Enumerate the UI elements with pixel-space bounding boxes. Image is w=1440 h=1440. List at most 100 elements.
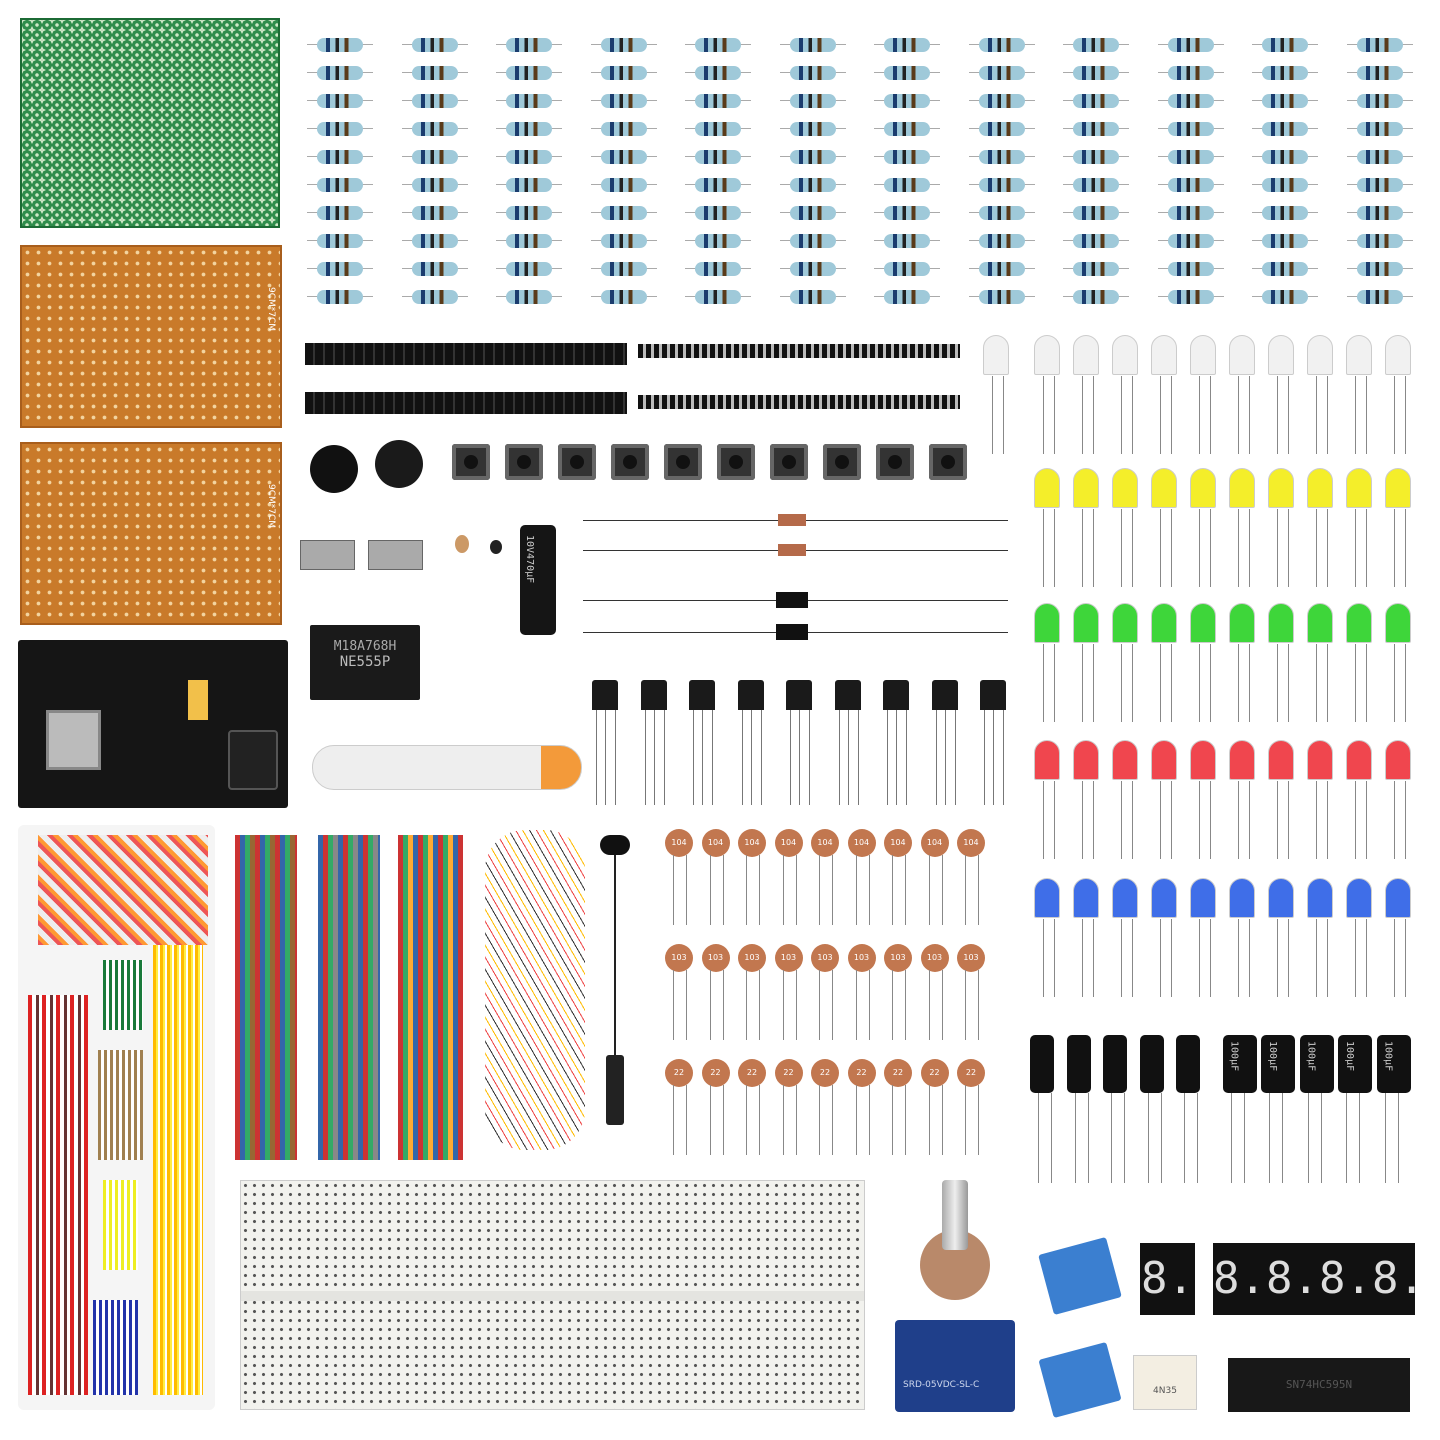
resistor xyxy=(968,290,1035,304)
resistor xyxy=(779,262,846,276)
resistor xyxy=(874,290,940,304)
passive-buzzer xyxy=(310,445,358,493)
resistor xyxy=(1157,206,1224,220)
led-yellow xyxy=(1385,468,1411,587)
resistor xyxy=(1346,150,1413,164)
led-red xyxy=(1307,740,1333,859)
resistor xyxy=(968,206,1035,220)
resistor xyxy=(307,178,373,192)
jumper-wires-brown xyxy=(98,1050,143,1160)
resistor xyxy=(874,150,940,164)
dupont-cable-male-male xyxy=(235,835,297,1160)
resistor xyxy=(685,234,751,248)
jumper-wires-green xyxy=(103,960,143,1030)
resistor xyxy=(307,66,373,80)
dupont-cable-male-female xyxy=(318,835,380,1160)
diode xyxy=(583,514,1008,526)
led-yellow xyxy=(1112,468,1138,587)
resistor xyxy=(1157,234,1224,248)
resistor xyxy=(401,206,468,220)
resistor xyxy=(590,206,657,220)
jumper-wires-red xyxy=(28,995,88,1395)
resistor xyxy=(1252,38,1318,52)
jumper-header xyxy=(188,680,208,720)
resistor xyxy=(874,234,940,248)
resistor xyxy=(1252,150,1318,164)
large-electrolytic-capacitor: 10V470µF xyxy=(520,525,556,635)
resistor xyxy=(1157,94,1224,108)
resistor xyxy=(1157,178,1224,192)
led-blue xyxy=(1112,878,1138,997)
resistor xyxy=(307,150,373,164)
led-white xyxy=(1268,335,1294,454)
resistor xyxy=(307,290,373,304)
resistor xyxy=(1063,178,1129,192)
resistor xyxy=(1063,38,1129,52)
resistor xyxy=(1346,178,1413,192)
resistor xyxy=(496,38,562,52)
resistor xyxy=(401,122,468,136)
transistor xyxy=(931,680,958,805)
tactile-push-button xyxy=(664,444,702,480)
resistor xyxy=(968,178,1035,192)
resistor xyxy=(685,66,751,80)
resistor xyxy=(1063,66,1129,80)
led-yellow xyxy=(1268,468,1294,587)
resistor xyxy=(779,178,846,192)
ceramic-capacitor: 22 xyxy=(701,1059,730,1155)
resistor xyxy=(496,94,562,108)
led-white xyxy=(1151,335,1177,454)
resistor xyxy=(1252,262,1318,276)
resistor xyxy=(1157,38,1224,52)
ceramic-capacitor: 103 xyxy=(847,944,876,1040)
resistor xyxy=(685,206,751,220)
resistor xyxy=(968,150,1035,164)
dc-barrel-plug xyxy=(606,1055,624,1125)
relay-module: SRD-05VDC-SL-C xyxy=(895,1320,1015,1412)
resistor xyxy=(685,150,751,164)
solderless-breadboard xyxy=(240,1180,865,1410)
resistor xyxy=(496,234,562,248)
resistor xyxy=(1157,122,1224,136)
resistor xyxy=(496,178,562,192)
resistor xyxy=(1346,122,1413,136)
led-white xyxy=(1346,335,1372,454)
screw-terminal-block xyxy=(1038,1341,1122,1419)
led-yellow xyxy=(1151,468,1177,587)
slide-switch xyxy=(368,540,423,570)
resistor xyxy=(496,262,562,276)
resistor xyxy=(1063,290,1129,304)
ceramic-capacitor: 104 xyxy=(701,829,730,925)
led-white xyxy=(1307,335,1333,454)
transistor xyxy=(980,680,1006,805)
ceramic-capacitor: 103 xyxy=(774,944,803,1040)
resistor xyxy=(1346,38,1413,52)
resistor xyxy=(590,262,657,276)
electrolytic-capacitor: 100µF xyxy=(1299,1035,1334,1183)
shift-register-ic: SN74HC595N xyxy=(1228,1358,1410,1412)
led-green xyxy=(1112,603,1138,722)
resistor xyxy=(307,38,373,52)
led-blue xyxy=(1268,878,1294,997)
tactile-push-button xyxy=(876,444,914,480)
diode xyxy=(583,544,1008,556)
male-header-strip xyxy=(638,344,960,358)
pcb-label: 9CM*7CM xyxy=(266,484,276,529)
ceramic-capacitor: 103 xyxy=(701,944,730,1040)
led-red xyxy=(1073,740,1099,859)
seven-segment-display-single: 8. xyxy=(1140,1243,1195,1315)
relay-label: SRD-05VDC-SL-C xyxy=(903,1380,980,1390)
dupont-cable-female-female xyxy=(398,835,463,1160)
resistor xyxy=(496,150,562,164)
resistor xyxy=(779,66,846,80)
led-red xyxy=(1034,740,1060,859)
led-red xyxy=(1268,740,1294,859)
photoresistor xyxy=(455,535,469,553)
tactile-push-button xyxy=(823,444,861,480)
led-green xyxy=(1268,603,1294,722)
resistor xyxy=(307,206,373,220)
led-white xyxy=(1073,335,1099,454)
ic-marking: M18A768H xyxy=(333,639,397,654)
electrolytic-capacitor xyxy=(1176,1035,1200,1183)
jumper-wire-kit-box xyxy=(18,825,215,1410)
